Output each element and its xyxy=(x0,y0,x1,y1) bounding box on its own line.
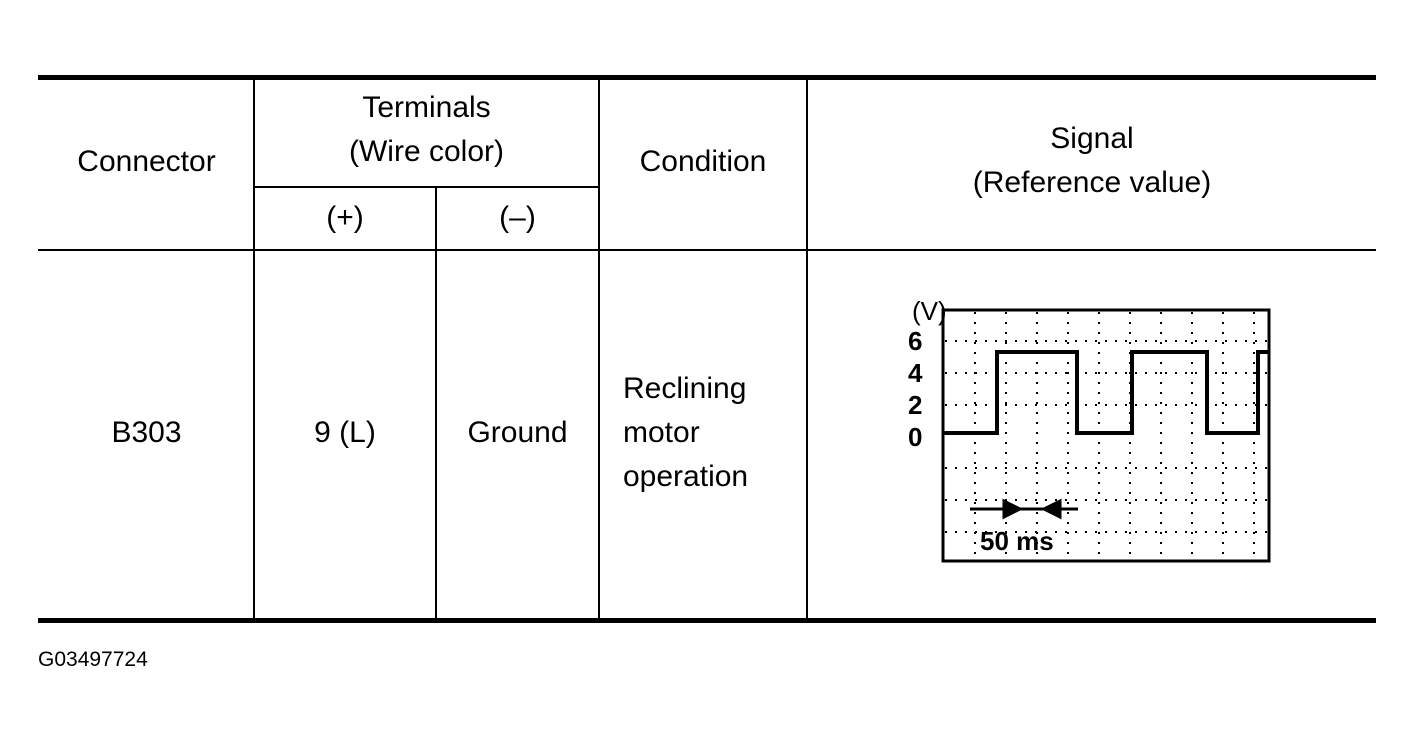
header-terminals-line1: Terminals xyxy=(362,91,491,124)
header-bottom-rule xyxy=(38,249,1376,251)
time-scale-indicator xyxy=(970,498,1078,520)
y-tick-2: 2 xyxy=(908,390,922,420)
y-unit-label: (V) xyxy=(912,296,947,326)
header-plus: (+) xyxy=(326,201,364,234)
header-signal: Signal (Reference value) xyxy=(808,117,1376,205)
header-minus: (–) xyxy=(499,201,536,234)
y-tick-4: 4 xyxy=(908,358,923,388)
cell-condition-line2: motor xyxy=(623,416,700,449)
terminals-sub-rule xyxy=(253,186,600,188)
cell-minus-terminal: Ground xyxy=(467,416,568,449)
scope-frame xyxy=(941,308,1271,563)
cell-condition: Reclining motor operation xyxy=(623,367,803,499)
square-wave-trace xyxy=(943,350,1269,435)
cell-condition-line3: operation xyxy=(623,460,749,493)
cell-connector: B303 xyxy=(111,416,182,449)
scope-grid xyxy=(945,312,1267,559)
table-bottom-rule xyxy=(38,618,1376,623)
figure-id: G03497724 xyxy=(38,648,148,671)
cell-plus-terminal: 9 (L) xyxy=(314,416,376,449)
cell-condition-line1: Reclining xyxy=(623,372,747,405)
header-signal-line2: (Reference value) xyxy=(972,166,1212,199)
header-condition: Condition xyxy=(639,145,767,178)
header-terminals: Terminals (Wire color) xyxy=(255,86,598,174)
time-scale-label: 50 ms xyxy=(980,526,1054,556)
column-divider-2 xyxy=(598,80,600,620)
table-top-rule xyxy=(38,75,1376,80)
header-connector: Connector xyxy=(77,145,216,178)
arrow-left-icon xyxy=(1040,498,1062,520)
header-signal-line1: Signal xyxy=(1050,122,1134,155)
signal-waveform-plot: (V) 6 4 2 0 50 ms xyxy=(908,296,1271,563)
column-divider-plus-minus xyxy=(435,188,437,620)
y-tick-0: 0 xyxy=(908,422,922,452)
column-divider-1 xyxy=(253,80,255,620)
column-divider-3 xyxy=(806,80,808,620)
arrow-right-icon xyxy=(1002,498,1024,520)
y-tick-6: 6 xyxy=(908,326,922,356)
header-terminals-line2: (Wire color) xyxy=(349,135,504,168)
